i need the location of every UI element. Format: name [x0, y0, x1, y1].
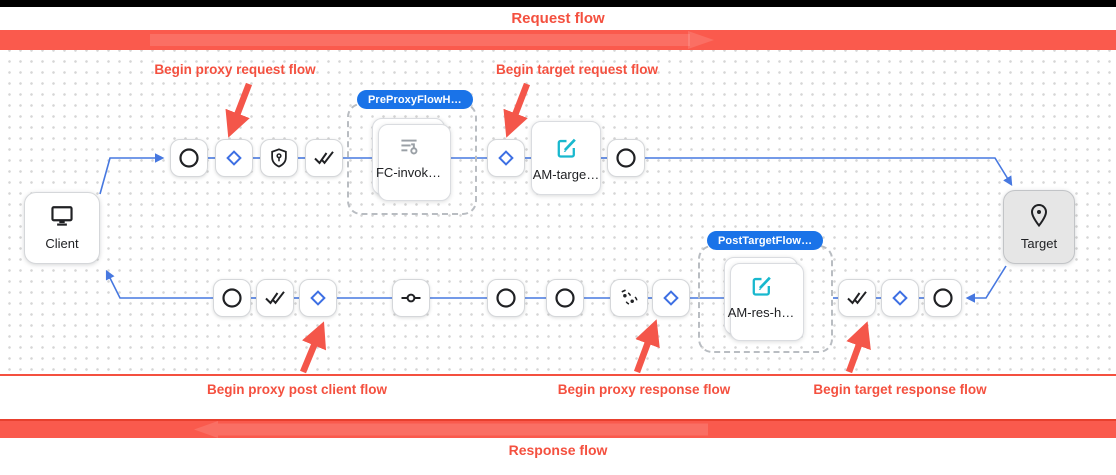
edit-icon — [557, 138, 576, 158]
request-step-target-flow-marker[interactable] — [487, 139, 525, 177]
request-flow-arrow-icon — [150, 31, 714, 49]
canvas-bottom-red-line — [0, 374, 1116, 376]
client-node[interactable]: Client — [24, 192, 100, 264]
response-step-signal[interactable] — [610, 279, 648, 317]
diamond-icon — [310, 290, 326, 306]
request-step-circle-end[interactable] — [607, 139, 645, 177]
annotation-begin-target-response-flow: Begin target response flow — [813, 382, 987, 397]
response-step-circle-start[interactable] — [924, 279, 962, 317]
request-flow-bar — [0, 30, 1116, 50]
target-node[interactable]: Target — [1003, 190, 1075, 264]
shield-icon — [271, 148, 287, 168]
request-step-verify[interactable] — [305, 139, 343, 177]
assign-message-response-label: AM-res-h… — [727, 304, 795, 320]
circle-icon — [222, 288, 242, 308]
flow-canvas — [0, 50, 1116, 374]
client-label: Client — [45, 236, 79, 251]
diamond-icon — [663, 290, 679, 306]
commit-icon — [401, 293, 421, 303]
response-step-proxy-response-marker[interactable] — [652, 279, 690, 317]
flow-callout-label: FC-invok… — [375, 164, 441, 180]
annotation-begin-proxy-post-client-flow: Begin proxy post client flow — [206, 382, 388, 397]
assign-message-response-node[interactable]: AM-res-h… — [724, 257, 804, 341]
annotation-begin-proxy-response-flow: Begin proxy response flow — [557, 382, 731, 397]
response-step-post-client-marker[interactable] — [299, 279, 337, 317]
pre-proxy-flow-hook-badge-label: PreProxyFlowH… — [368, 93, 462, 106]
post-target-flow-hook-badge[interactable]: PostTargetFlow… — [707, 231, 824, 250]
circle-icon — [555, 288, 575, 308]
post-target-flow-hook-badge-label: PostTargetFlow… — [718, 234, 813, 247]
circle-icon — [616, 148, 636, 168]
response-flow-banner-label: Response flow — [508, 442, 608, 458]
response-flow-arrow-icon — [194, 421, 708, 438]
top-window-edge — [0, 0, 1116, 7]
double-check-icon — [847, 291, 867, 305]
annotation-begin-target-request-flow: Begin target request flow — [495, 62, 659, 77]
request-step-proxy-flow-marker[interactable] — [215, 139, 253, 177]
target-label: Target — [1020, 236, 1058, 251]
circle-icon — [496, 288, 516, 308]
response-step-target-response-marker[interactable] — [881, 279, 919, 317]
double-check-icon — [314, 151, 334, 165]
assign-message-target-node[interactable]: AM-targe… — [531, 121, 601, 195]
diamond-icon — [226, 150, 242, 166]
response-step-circle-b[interactable] — [546, 279, 584, 317]
place-pin-icon — [1030, 203, 1048, 228]
response-step-commit[interactable] — [392, 279, 430, 317]
circle-icon — [933, 288, 953, 308]
request-step-security[interactable] — [260, 139, 298, 177]
annotation-begin-proxy-request-flow: Begin proxy request flow — [154, 62, 316, 77]
request-flow-banner-label: Request flow — [511, 10, 605, 27]
signal-icon — [621, 289, 638, 305]
flow-callout-icon — [400, 139, 417, 154]
response-step-circle-end[interactable] — [213, 279, 251, 317]
edit-icon — [752, 276, 771, 296]
monitor-icon — [51, 206, 73, 226]
flow-callout-node[interactable]: FC-invok… — [372, 118, 451, 201]
response-step-verify-target[interactable] — [838, 279, 876, 317]
double-check-icon — [265, 291, 285, 305]
response-flow-bar — [0, 419, 1116, 438]
circle-icon — [179, 148, 199, 168]
request-step-circle[interactable] — [170, 139, 208, 177]
diamond-icon — [498, 150, 514, 166]
response-step-circle-a[interactable] — [487, 279, 525, 317]
response-step-verify[interactable] — [256, 279, 294, 317]
assign-message-target-label: AM-targe… — [532, 166, 600, 182]
pre-proxy-flow-hook-badge[interactable]: PreProxyFlowH… — [357, 90, 473, 109]
diamond-icon — [892, 290, 908, 306]
